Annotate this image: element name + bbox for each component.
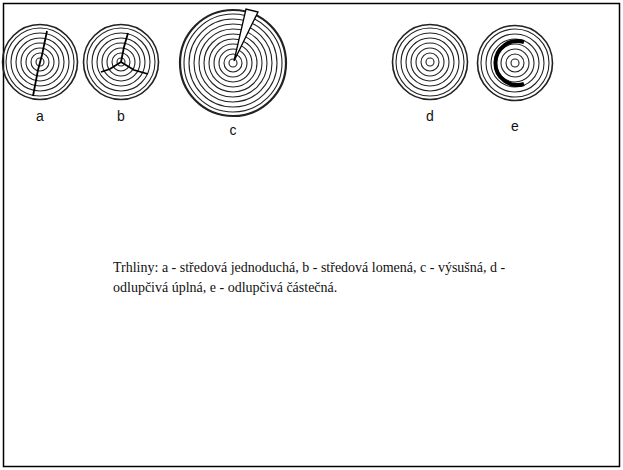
figure-letter: a bbox=[36, 108, 44, 124]
log-d bbox=[393, 25, 468, 100]
log-b bbox=[84, 25, 159, 100]
figure-letter: e bbox=[511, 118, 519, 134]
figure-letter: d bbox=[426, 108, 434, 124]
log-a bbox=[3, 25, 78, 100]
figure-letter: b bbox=[117, 108, 125, 124]
caption: Trhliny: a - středová jednoduchá, b - st… bbox=[113, 258, 543, 298]
figure-letter: c bbox=[230, 122, 237, 138]
log-e bbox=[478, 26, 553, 101]
log-c bbox=[180, 9, 286, 116]
slide-frame bbox=[4, 4, 620, 467]
